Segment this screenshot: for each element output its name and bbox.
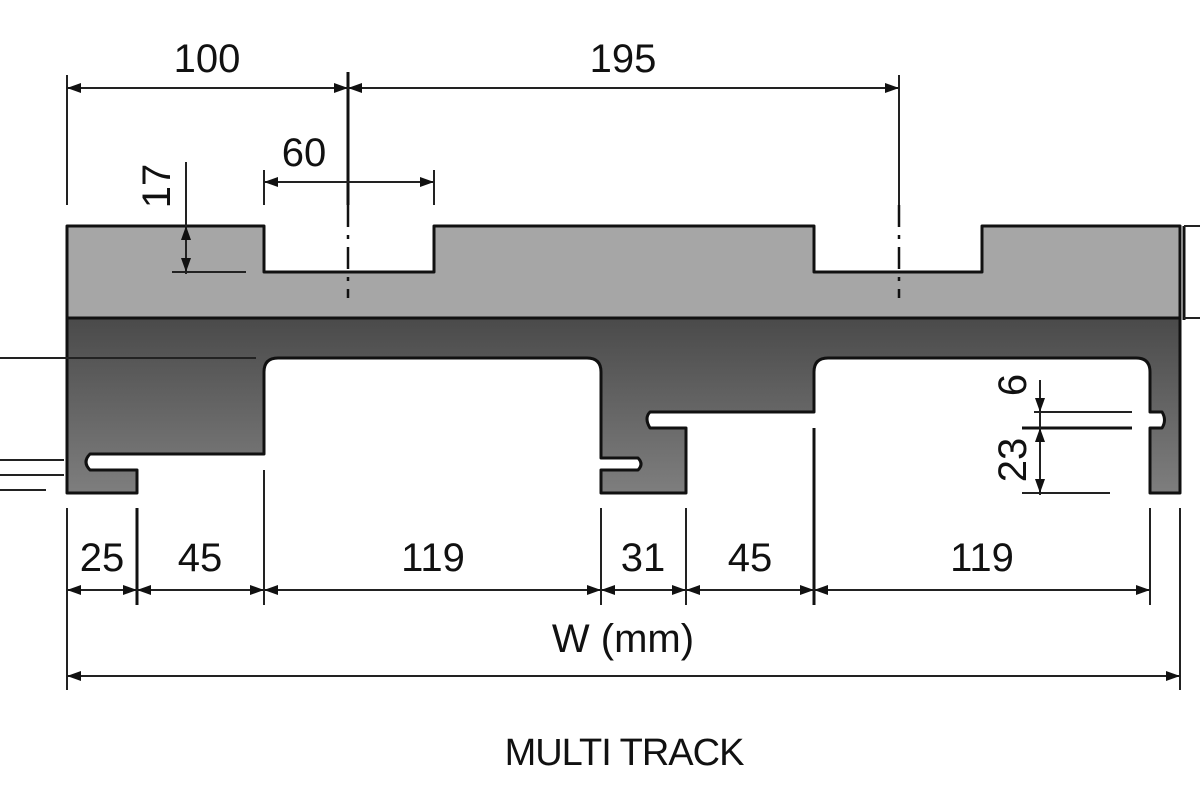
dim-label-45-left: 45 <box>178 536 223 580</box>
dim-label-45-right: 45 <box>728 536 773 580</box>
dim-label-60: 60 <box>282 131 327 175</box>
dim-label-195: 195 <box>590 37 657 81</box>
side-lines <box>0 225 1200 491</box>
dim-label-100: 100 <box>174 37 241 81</box>
dim-label-6: 6 <box>991 374 1035 396</box>
profile-body <box>65 224 1182 495</box>
dim-label-total-width: W (mm) <box>552 617 694 661</box>
dim-label-119-right: 119 <box>950 536 1014 580</box>
top-dimensions: 100 195 60 17 <box>66 37 901 298</box>
dim-label-119-left: 119 <box>401 536 465 580</box>
bottom-layer <box>65 316 1182 495</box>
bottom-dimensions: 25 45 119 31 45 119 W (mm) <box>66 428 1181 690</box>
foot-dimensions: 6 23 <box>991 374 1132 495</box>
dim-label-17: 17 <box>135 164 179 209</box>
dim-label-25: 25 <box>80 536 125 580</box>
dim-label-31: 31 <box>621 536 666 580</box>
drawing-caption: MULTI TRACK <box>505 732 744 774</box>
dim-label-23: 23 <box>991 438 1035 483</box>
